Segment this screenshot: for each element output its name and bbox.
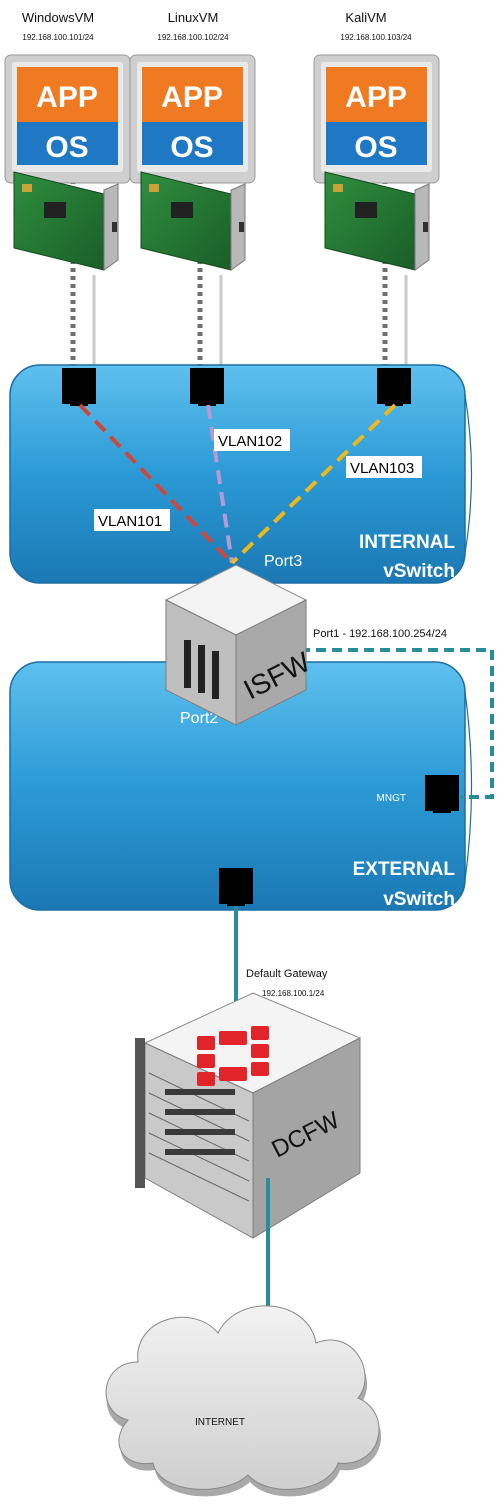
svg-text:VLAN102: VLAN102 bbox=[218, 433, 282, 450]
port-icon bbox=[62, 368, 96, 406]
svg-text:APP: APP bbox=[36, 81, 98, 114]
internet-label: INTERNET bbox=[195, 1417, 245, 1428]
port3-label: Port3 bbox=[264, 553, 302, 570]
vm-label-windows: WindowsVM 192.168.100.101/24 bbox=[22, 10, 94, 42]
nic-card-icon bbox=[324, 171, 430, 271]
vlan101-label: VLAN101 bbox=[94, 509, 170, 531]
external-vswitch: EXTERNAL vSwitch Port2 MNGT bbox=[9, 661, 473, 911]
port1-link bbox=[300, 648, 494, 799]
port-icon bbox=[219, 868, 253, 906]
port-icon bbox=[425, 775, 459, 813]
vm-ip: 192.168.100.101/24 bbox=[22, 33, 94, 42]
external-switch-subtitle: vSwitch bbox=[383, 889, 455, 910]
svg-text:OS: OS bbox=[354, 131, 397, 164]
internal-switch-subtitle: vSwitch bbox=[383, 561, 455, 582]
vlan103-label: VLAN103 bbox=[346, 456, 422, 478]
cloud-icon: INTERNET bbox=[105, 1305, 382, 1497]
fortinet-chassis-icon: DCFW bbox=[135, 992, 362, 1239]
vlan102-label: VLAN102 bbox=[214, 429, 290, 451]
vm-icon: APP OS bbox=[129, 54, 256, 184]
mngt-label: MNGT bbox=[377, 793, 406, 804]
port-icon bbox=[377, 368, 411, 406]
svg-text:OS: OS bbox=[45, 131, 88, 164]
svg-text:APP: APP bbox=[161, 81, 223, 114]
nic-card-icon bbox=[13, 171, 119, 271]
svg-text:VLAN101: VLAN101 bbox=[98, 513, 162, 530]
port1-label: Port1 - 192.168.100.254/24 bbox=[313, 628, 447, 640]
vm-icon: APP OS bbox=[4, 54, 131, 184]
gateway-label: Default Gateway bbox=[246, 968, 328, 980]
firewall-box-icon: ISFW bbox=[164, 564, 316, 726]
nic-card-icon bbox=[140, 171, 246, 271]
vm-label-kali: KaliVM 192.168.100.103/24 bbox=[340, 10, 412, 42]
vm-ip: 192.168.100.103/24 bbox=[340, 33, 412, 42]
svg-text:VLAN103: VLAN103 bbox=[350, 460, 414, 477]
port-icon bbox=[190, 368, 224, 406]
vm-name: WindowsVM bbox=[22, 10, 94, 25]
internal-switch-title: INTERNAL bbox=[359, 532, 455, 553]
external-switch-title: EXTERNAL bbox=[353, 859, 456, 880]
svg-text:APP: APP bbox=[345, 81, 407, 114]
vm-label-linux: LinuxVM 192.168.100.102/24 bbox=[157, 10, 229, 42]
port2-label: Port2 bbox=[180, 710, 218, 727]
gateway-ip: 192.168.100.1/24 bbox=[262, 989, 325, 998]
vm-name: LinuxVM bbox=[168, 10, 219, 25]
vlan-lines bbox=[78, 403, 397, 565]
vm-icon: APP OS bbox=[313, 54, 440, 184]
vm-name: KaliVM bbox=[345, 10, 386, 25]
vm-ip: 192.168.100.102/24 bbox=[157, 33, 229, 42]
vm-uplinks bbox=[70, 180, 408, 368]
svg-text:OS: OS bbox=[170, 131, 213, 164]
